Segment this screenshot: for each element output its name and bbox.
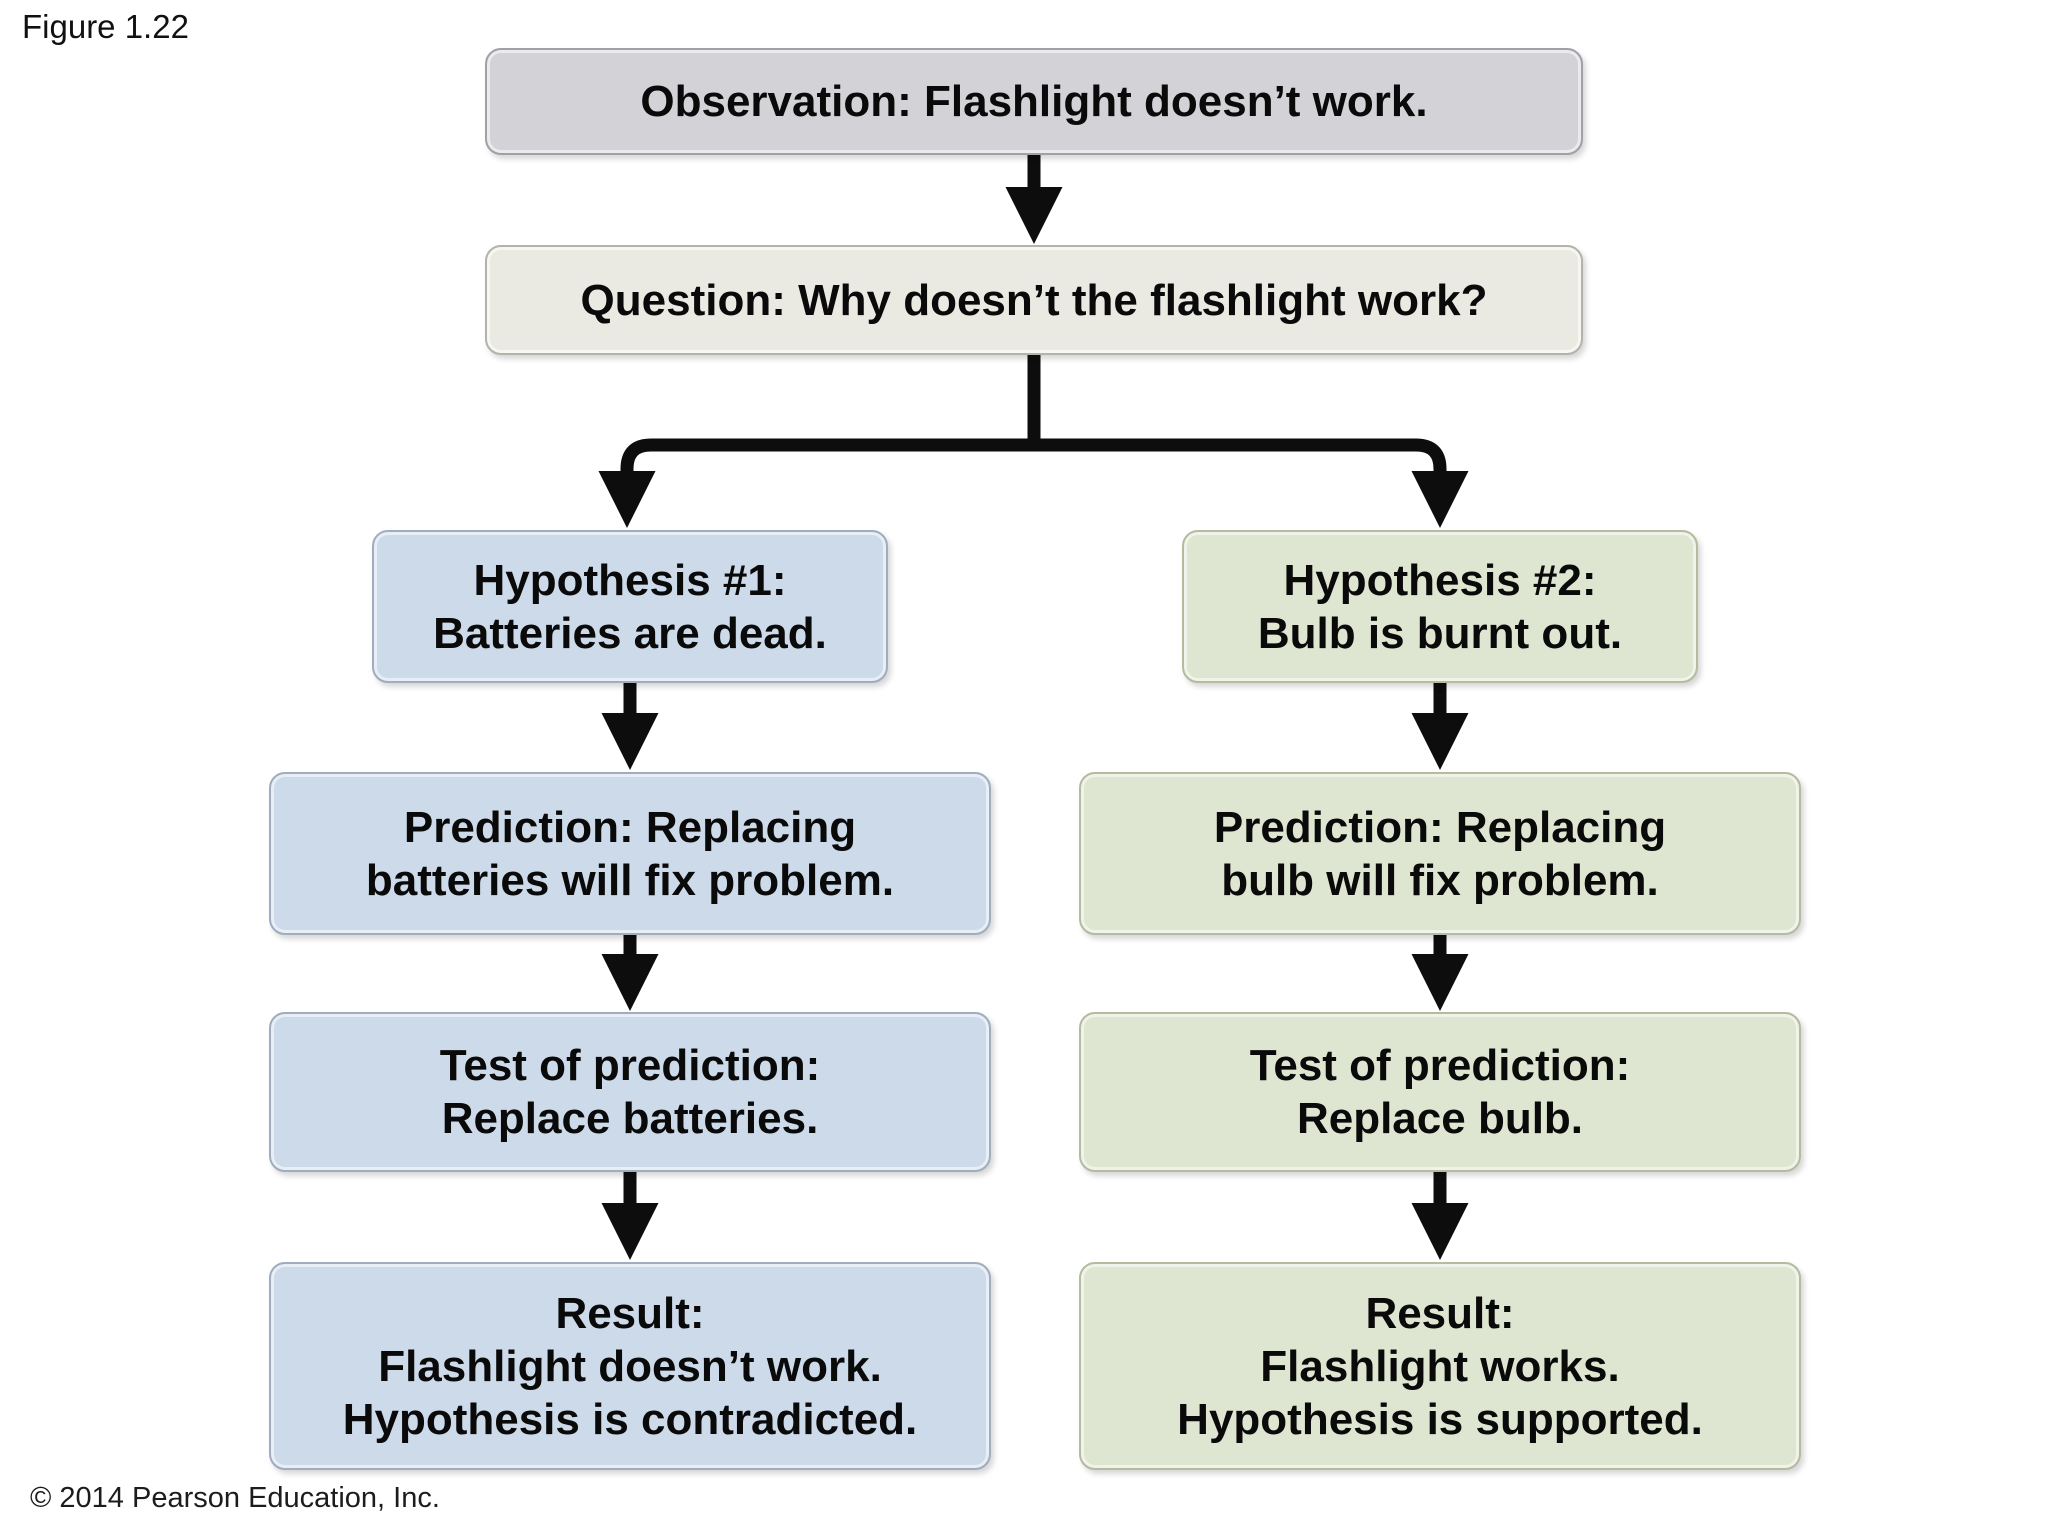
test-2-line-2: Replace bulb. [1296,1094,1584,1143]
question-box: Question: Why doesn’t the flashlight wor… [485,245,1583,355]
test-1-line-1: Test of prediction: [439,1041,821,1090]
arrow-question-to-hypothesis-1 [598,438,1034,529]
prediction-2-line-1: Prediction: Replacing [1213,802,1667,852]
question-text: Question: Why doesn’t the flashlight wor… [580,275,1488,325]
test-2-box: Test of prediction: Replace bulb. [1079,1012,1801,1172]
observation-text: Observation: Flashlight doesn’t work. [640,77,1428,126]
hypothesis-2-box: Hypothesis #2: Bulb is burnt out. [1182,530,1698,683]
test-1-line-2: Replace batteries. [441,1094,819,1143]
prediction-2-box: Prediction: Replacing bulb will fix prob… [1079,772,1801,935]
hypothesis-1-line-2: Batteries are dead. [433,608,827,658]
arrow-question-to-hypothesis-2 [1034,438,1469,529]
result-2-box: Result: Flashlight works. Hypothesis is … [1079,1262,1801,1470]
result-1-box: Result: Flashlight doesn’t work. Hypothe… [269,1262,991,1470]
figure-label: Figure 1.22 [22,8,189,45]
hypothesis-1-box: Hypothesis #1: Batteries are dead. [372,530,888,683]
result-2-line-2: Flashlight works. [1260,1341,1620,1391]
prediction-2-line-2: bulb will fix problem. [1221,855,1659,905]
result-1-line-2: Flashlight doesn’t work. [378,1341,882,1391]
result-1-line-1: Result: [555,1288,705,1338]
hypothesis-2-line-2: Bulb is burnt out. [1257,608,1623,658]
hypothesis-1-line-1: Hypothesis #1: [473,555,787,605]
result-2-line-1: Result: [1365,1288,1515,1338]
hypothesis-2-line-1: Hypothesis #2: [1283,555,1597,605]
observation-box: Observation: Flashlight doesn’t work. [485,48,1583,155]
prediction-1-box: Prediction: Replacing batteries will fix… [269,772,991,935]
prediction-1-line-2: batteries will fix problem. [365,855,895,905]
result-1-line-3: Hypothesis is contradicted. [342,1394,918,1444]
test-2-line-1: Test of prediction: [1249,1041,1631,1090]
test-1-box: Test of prediction: Replace batteries. [269,1012,991,1172]
copyright-notice: © 2014 Pearson Education, Inc. [30,1482,440,1514]
prediction-1-line-1: Prediction: Replacing [403,802,857,852]
result-2-line-3: Hypothesis is supported. [1177,1394,1703,1444]
